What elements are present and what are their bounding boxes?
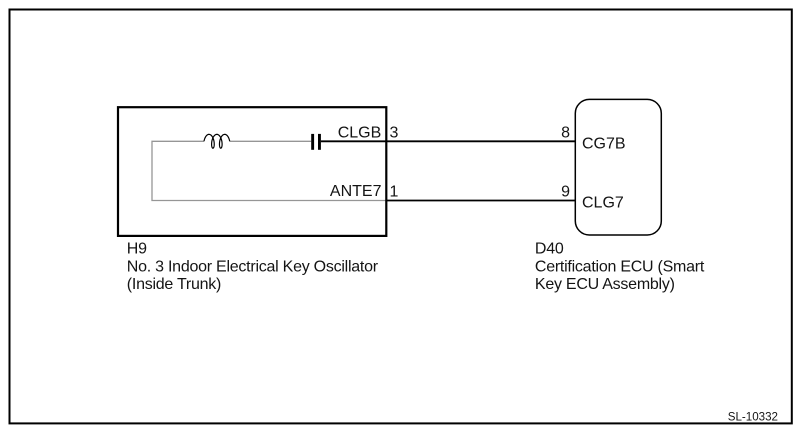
svg-text:CG7B: CG7B xyxy=(582,136,626,153)
svg-text:3: 3 xyxy=(390,125,399,142)
svg-text:1: 1 xyxy=(390,184,399,201)
svg-text:Key ECU Assembly): Key ECU Assembly) xyxy=(535,276,675,293)
svg-text:Certification ECU (Smart: Certification ECU (Smart xyxy=(535,258,705,275)
svg-text:No. 3 Indoor Electrical Key Os: No. 3 Indoor Electrical Key Oscillator xyxy=(127,258,379,275)
svg-text:8: 8 xyxy=(561,124,570,141)
svg-text:CLG7: CLG7 xyxy=(582,195,624,212)
svg-text:D40: D40 xyxy=(535,241,564,258)
svg-text:(Inside Trunk): (Inside Trunk) xyxy=(127,276,221,293)
svg-text:9: 9 xyxy=(561,183,570,200)
svg-text:ANTE7: ANTE7 xyxy=(330,183,382,200)
svg-text:CLGB: CLGB xyxy=(338,124,382,141)
svg-text:SL-10332: SL-10332 xyxy=(728,411,778,424)
svg-text:H9: H9 xyxy=(127,241,147,258)
